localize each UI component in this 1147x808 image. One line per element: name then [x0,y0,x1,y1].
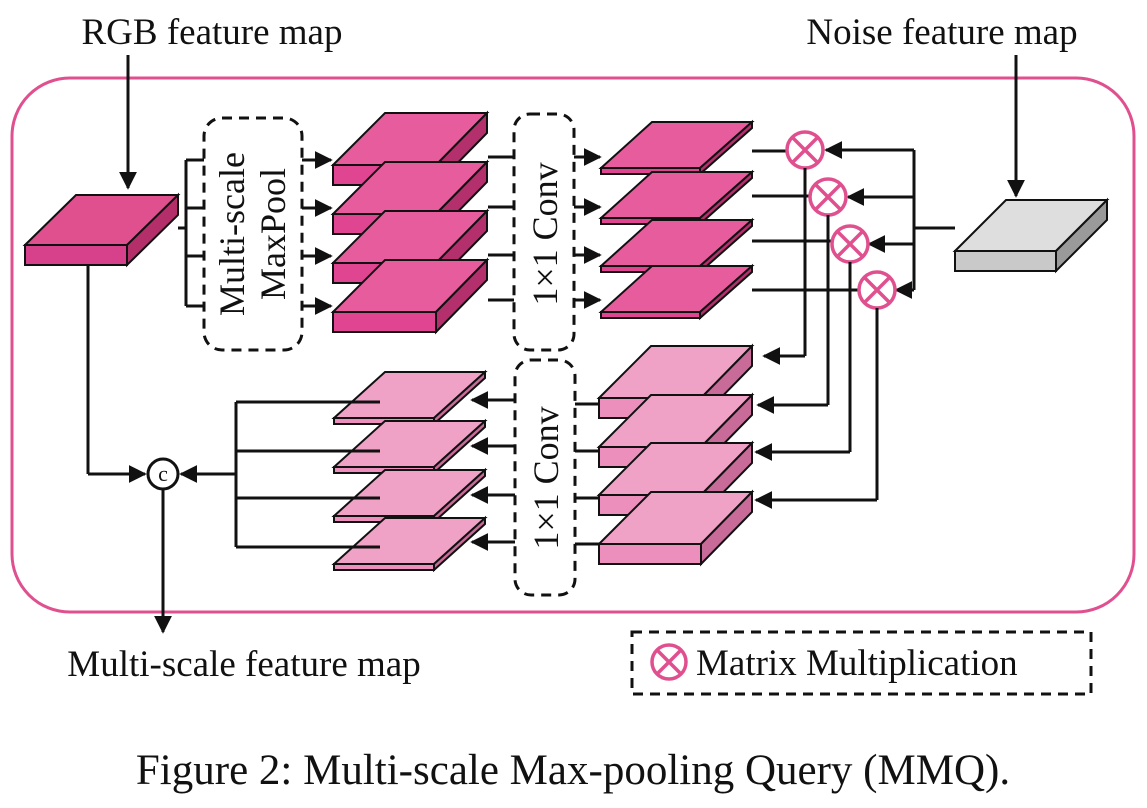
output-plate-3 [331,467,488,525]
rgb-skip-line [86,265,147,483]
multiply-output-lines [754,168,879,509]
output-plate-1 [331,369,488,427]
query-plate-4 [598,263,755,321]
conv-box-top: 1×1 Conv [512,112,576,352]
legend-box: Matrix Multiplication [630,630,1093,696]
rgb-to-maxpool-lines [178,158,204,308]
query-plate-2 [598,169,755,227]
figure-caption: Figure 2: Multi-scale Max-pooling Query … [136,747,1010,794]
multiply-icon [785,130,825,170]
noise-feature-block [952,197,1110,274]
legend-label: Matrix Multiplication [696,643,1018,684]
module-frame [10,76,1136,614]
concat-symbol: c [158,461,168,486]
rgb-feature-map-label: RGB feature map [82,12,343,53]
plates-to-concat-lines [179,400,380,549]
query-plate-1 [598,119,755,177]
multiply-icon [808,177,848,217]
multiscale-feature-map-label: Multi-scale feature map [67,644,420,685]
conv-box-bottom: 1×1 Conv [513,358,577,597]
fused-block-4 [596,489,755,567]
pooled-block-4 [330,257,490,335]
multiply-icon [857,270,897,310]
rgb-feature-block [22,192,181,268]
noise-fanout-lines [824,141,955,299]
output-plate-4 [331,515,488,573]
maxpool-output-arrows [302,151,333,315]
concat-icon: c [146,457,180,491]
maxpool-label-line1: Multi-scale [212,152,252,316]
pooled-to-conv-lines [488,155,514,302]
fused-to-conv-lines [575,402,599,546]
conv-bottom-label: 1×1 Conv [526,406,566,549]
noise-feature-map-label: Noise feature map [806,12,1077,53]
maxpool-label-line2: MaxPool [253,168,293,300]
conv-top-output-arrows [574,148,602,309]
query-plate-3 [598,217,755,275]
multiscale-maxpool-box: Multi-scale MaxPool [202,116,304,352]
output-plate-2 [331,418,488,476]
conv-top-label: 1×1 Conv [525,162,565,305]
multiply-icon [650,643,688,681]
conv-bottom-output-arrows [470,391,515,551]
multiply-icon [830,224,870,264]
